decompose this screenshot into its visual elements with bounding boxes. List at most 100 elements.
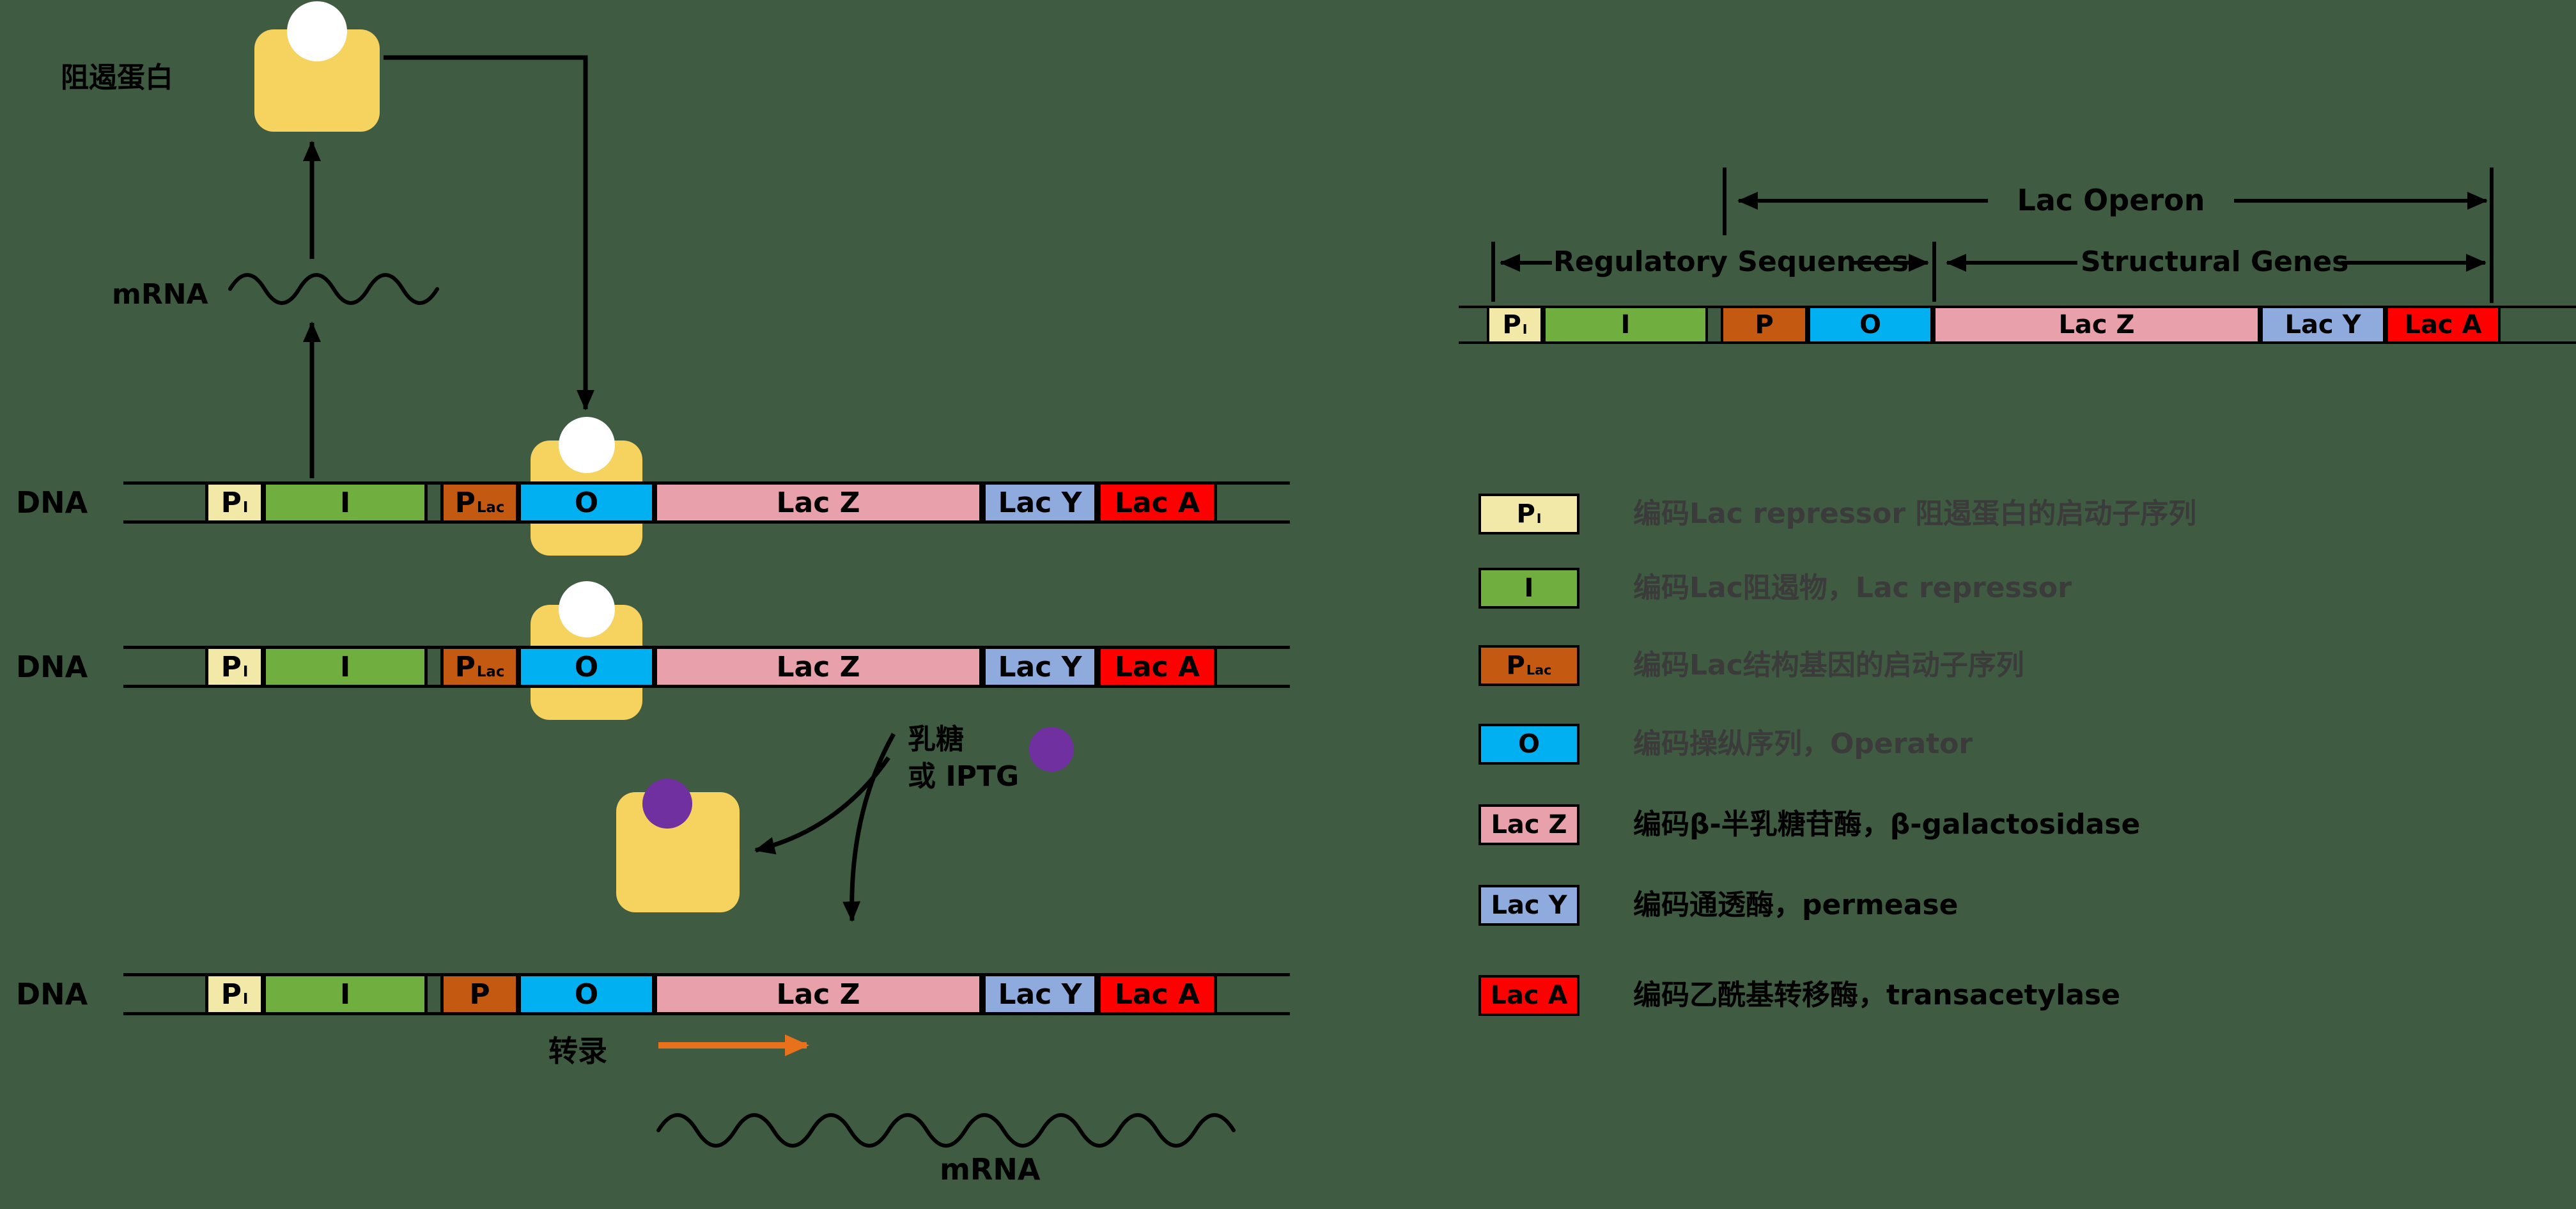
legend-key-sublabel: I xyxy=(1536,511,1542,527)
repressor-protein-label: 阻遏蛋白 xyxy=(61,61,173,94)
mrna-label-top: mRNA xyxy=(112,278,208,311)
segment-lacy: Lac Y xyxy=(982,481,1098,524)
legend-key-i: I xyxy=(1478,568,1579,609)
transcription-label: 转录 xyxy=(548,1034,607,1068)
segment-sublabel: Lac xyxy=(476,664,505,680)
inducer-label-line2: 或 IPTG xyxy=(908,760,1020,793)
segment-operator: O xyxy=(518,973,655,1015)
repressor-binding-pocket-circle xyxy=(287,1,347,61)
segment-label: P xyxy=(1755,310,1774,339)
repressor-pocket-circle-row1 xyxy=(559,417,615,473)
segment-lacy: Lac Y xyxy=(982,646,1098,688)
segment-laca: Lac A xyxy=(2386,306,2501,344)
inducer-label-line1: 乳糖 xyxy=(908,723,964,756)
segment-operator: O xyxy=(518,646,655,688)
legend-text: 编码Lac阻遏物，Lac repressor xyxy=(1633,572,2072,604)
segment-sublabel: I xyxy=(242,991,249,1008)
segment-label: I xyxy=(1620,310,1631,339)
mrna-wave-top xyxy=(228,273,439,305)
legend-text: 编码乙酰基转移酶，transacetylase xyxy=(1633,979,2121,1011)
segment-label: O xyxy=(574,978,599,1011)
segment-label: P xyxy=(1502,310,1521,339)
dna-label: DNA xyxy=(16,485,88,520)
segment-label: P xyxy=(221,978,242,1011)
segment-i: I xyxy=(263,481,428,524)
segment-lacz: Lac Z xyxy=(654,481,982,524)
inducer-bound-circle xyxy=(642,779,692,829)
legend-key-lacy: Lac Y xyxy=(1478,885,1579,926)
dna-label: DNA xyxy=(16,977,88,1011)
segment-label: I xyxy=(339,486,351,519)
segment-i: I xyxy=(263,646,428,688)
legend-text: 编码Lac repressor 阻遏蛋白的启动子序列 xyxy=(1633,497,2197,530)
segment-lacz: Lac Z xyxy=(654,973,982,1015)
segment-label: Lac A xyxy=(1114,650,1200,683)
legend-row-o: O 编码操纵序列，Operator xyxy=(0,724,2576,765)
legend-key-lacz: Lac Z xyxy=(1478,804,1579,845)
segment-label: Lac Y xyxy=(998,978,1082,1011)
segment-label: Lac Z xyxy=(776,486,860,519)
segment-operator: O xyxy=(1808,306,1933,344)
segment-label: Lac A xyxy=(1114,978,1200,1011)
legend-key-label: Lac Y xyxy=(1491,891,1567,920)
inducer-label: 乳糖 或 IPTG xyxy=(908,721,1019,795)
segment-p: P xyxy=(1721,306,1808,344)
segment-label: O xyxy=(574,650,599,683)
legend-text: 编码操纵序列，Operator xyxy=(1633,728,1973,760)
legend-row-lacz: Lac Z 编码β-半乳糖苷酶，β-galactosidase xyxy=(0,804,2576,845)
mrna-wave-bottom xyxy=(656,1113,1236,1148)
legend-key-label: P xyxy=(1506,651,1525,680)
legend-text: 编码β-半乳糖苷酶，β-galactosidase xyxy=(1633,808,2141,841)
segment-label: Lac A xyxy=(1114,486,1200,519)
legend-row-lacy: Lac Y 编码通透酶，permease xyxy=(0,885,2576,926)
legend-key-label: O xyxy=(1517,729,1540,759)
segment-sublabel: I xyxy=(1522,322,1528,338)
segment-label: Lac Y xyxy=(2285,310,2361,339)
segment-lacz: Lac Z xyxy=(1933,306,2260,344)
repressor-pocket-circle-row2 xyxy=(559,581,615,637)
segment-laca: Lac A xyxy=(1098,973,1217,1015)
legend-key-sublabel: Lac xyxy=(1526,662,1552,678)
segment-label: I xyxy=(339,978,351,1011)
segment-label: P xyxy=(221,486,242,519)
segment-p: P xyxy=(440,973,519,1015)
mrna-label-bottom: mRNA xyxy=(940,1152,1041,1187)
structural-genes-label: Structural Genes xyxy=(2081,246,2349,278)
segment-laca: Lac A xyxy=(1098,646,1217,688)
arrow-repressor-to-operator xyxy=(384,55,594,410)
segment-label: O xyxy=(1859,310,1881,339)
legend-key-label: Lac Z xyxy=(1491,810,1567,839)
segment-label: Lac Y xyxy=(998,486,1082,519)
regulatory-sequences-label: Regulatory Sequences xyxy=(1553,246,1909,278)
segment-label: Lac Z xyxy=(776,978,860,1011)
segment-label: P xyxy=(454,486,476,519)
segment-label: Lac Z xyxy=(776,650,860,683)
legend-key-o: O xyxy=(1478,724,1579,765)
segment-label: P xyxy=(469,978,490,1011)
segment-laca: Lac A xyxy=(1098,481,1217,524)
legend-key-label: Lac A xyxy=(1490,981,1568,1010)
segment-lacz: Lac Z xyxy=(654,646,982,688)
segment-sublabel: I xyxy=(242,499,249,516)
inducer-free-circle xyxy=(1029,727,1074,772)
legend-key-label: I xyxy=(1524,573,1534,603)
segment-label: Lac Z xyxy=(2058,310,2135,339)
segment-label: O xyxy=(574,486,599,519)
segment-lacy: Lac Y xyxy=(2260,306,2386,344)
segment-label: P xyxy=(221,650,242,683)
segment-sublabel: Lac xyxy=(476,499,505,516)
